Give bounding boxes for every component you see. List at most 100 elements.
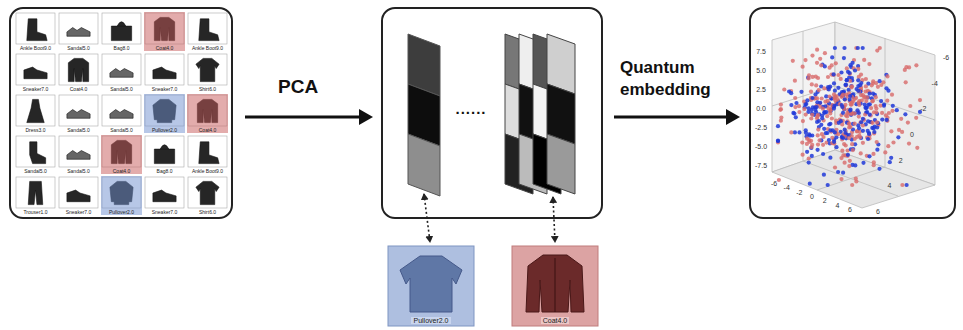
image-caption: Dress3.0 xyxy=(25,127,45,133)
red-point xyxy=(871,121,875,125)
red-point xyxy=(779,107,783,111)
image-cell xyxy=(102,13,141,44)
blue-point xyxy=(804,128,808,132)
dataset-panel xyxy=(10,8,232,218)
blue-point xyxy=(828,156,832,160)
highlight-tint xyxy=(144,12,185,51)
red-point xyxy=(864,77,868,81)
dotted-link xyxy=(553,197,555,242)
red-point xyxy=(777,178,781,182)
blue-point xyxy=(797,130,801,134)
blue-point xyxy=(879,99,883,103)
image-caption: Sandal5.0 xyxy=(67,168,90,174)
red-point xyxy=(854,177,858,181)
ellipsis: ...... xyxy=(455,100,486,117)
red-point xyxy=(820,96,824,100)
red-point xyxy=(830,63,834,67)
blue-point xyxy=(861,117,865,121)
red-point xyxy=(890,93,894,97)
drawing-part xyxy=(408,134,440,196)
image-caption: Sneaker7.0 xyxy=(23,86,49,92)
red-point xyxy=(857,115,861,119)
red-point xyxy=(804,113,808,117)
blue-point xyxy=(895,108,899,112)
red-point xyxy=(805,137,809,141)
drawing-part xyxy=(400,256,462,312)
clothing-icon xyxy=(196,181,219,204)
arrow-head xyxy=(359,109,373,125)
red-point xyxy=(801,65,805,69)
red-point xyxy=(891,140,895,144)
red-point xyxy=(809,139,813,143)
blue-point xyxy=(875,148,879,152)
image-cell xyxy=(59,136,98,167)
axis-tick: 2 xyxy=(899,157,903,164)
image-cell xyxy=(16,136,55,167)
blue-point xyxy=(827,122,831,126)
red-point xyxy=(816,133,820,137)
clothing-icon xyxy=(28,181,43,204)
clothing-icon xyxy=(110,110,133,119)
blue-point xyxy=(799,90,803,94)
blue-point xyxy=(888,160,892,164)
red-point xyxy=(915,146,919,150)
red-point xyxy=(805,142,809,146)
blue-point xyxy=(848,94,852,98)
image-caption: Sneaker7.0 xyxy=(66,209,92,215)
blue-point xyxy=(856,78,860,82)
red-point xyxy=(907,142,911,146)
red-point xyxy=(782,87,786,91)
red-point xyxy=(900,130,904,134)
blue-point xyxy=(859,81,863,85)
blue-point xyxy=(822,110,826,114)
blue-point xyxy=(810,154,814,158)
red-point xyxy=(822,86,826,90)
red-point xyxy=(833,98,837,102)
red-point xyxy=(861,123,865,127)
image-caption: Sandal5.0 xyxy=(24,168,47,174)
clothing-icon xyxy=(30,142,46,164)
red-point xyxy=(871,99,875,103)
drawing-part xyxy=(835,22,935,185)
pca-arrow xyxy=(245,116,360,119)
image-caption: Bag8.0 xyxy=(157,168,173,174)
image-caption: Coat4.0 xyxy=(541,317,570,324)
blue-point xyxy=(827,138,831,142)
blue-point xyxy=(878,79,882,83)
clothing-icon xyxy=(27,99,44,122)
clothing-icon xyxy=(24,67,47,79)
red-point xyxy=(834,61,838,65)
drawing-part xyxy=(772,150,935,208)
image-caption: Pullover2.0 xyxy=(411,317,450,324)
highlight-tint xyxy=(101,135,142,174)
blue-point xyxy=(820,116,824,120)
image-caption: Ankle Boot9.0 xyxy=(20,45,51,51)
red-point xyxy=(883,150,887,154)
blue-point xyxy=(808,134,812,138)
blue-point xyxy=(851,61,855,65)
red-point xyxy=(862,58,866,62)
red-point xyxy=(914,116,918,120)
image-caption: Coat4.0 xyxy=(70,86,88,92)
red-point xyxy=(869,106,873,110)
axis-tick: 6 xyxy=(876,208,880,215)
blue-point xyxy=(861,46,865,50)
image-cell xyxy=(145,54,184,85)
red-point xyxy=(875,49,879,53)
red-point xyxy=(810,82,814,86)
blue-point xyxy=(815,100,819,104)
drawing-part xyxy=(803,161,898,196)
blue-point xyxy=(841,136,845,140)
red-point xyxy=(818,57,822,61)
blue-point xyxy=(822,111,826,115)
blue-point xyxy=(836,86,840,90)
blue-point xyxy=(791,111,795,115)
axis-tick: 4 xyxy=(887,182,891,189)
image-caption: Coat4.0 xyxy=(113,168,131,174)
blue-point xyxy=(849,108,853,112)
blue-point xyxy=(905,183,909,187)
red-point xyxy=(841,153,845,157)
blue-point xyxy=(804,102,808,106)
red-point xyxy=(815,48,819,52)
